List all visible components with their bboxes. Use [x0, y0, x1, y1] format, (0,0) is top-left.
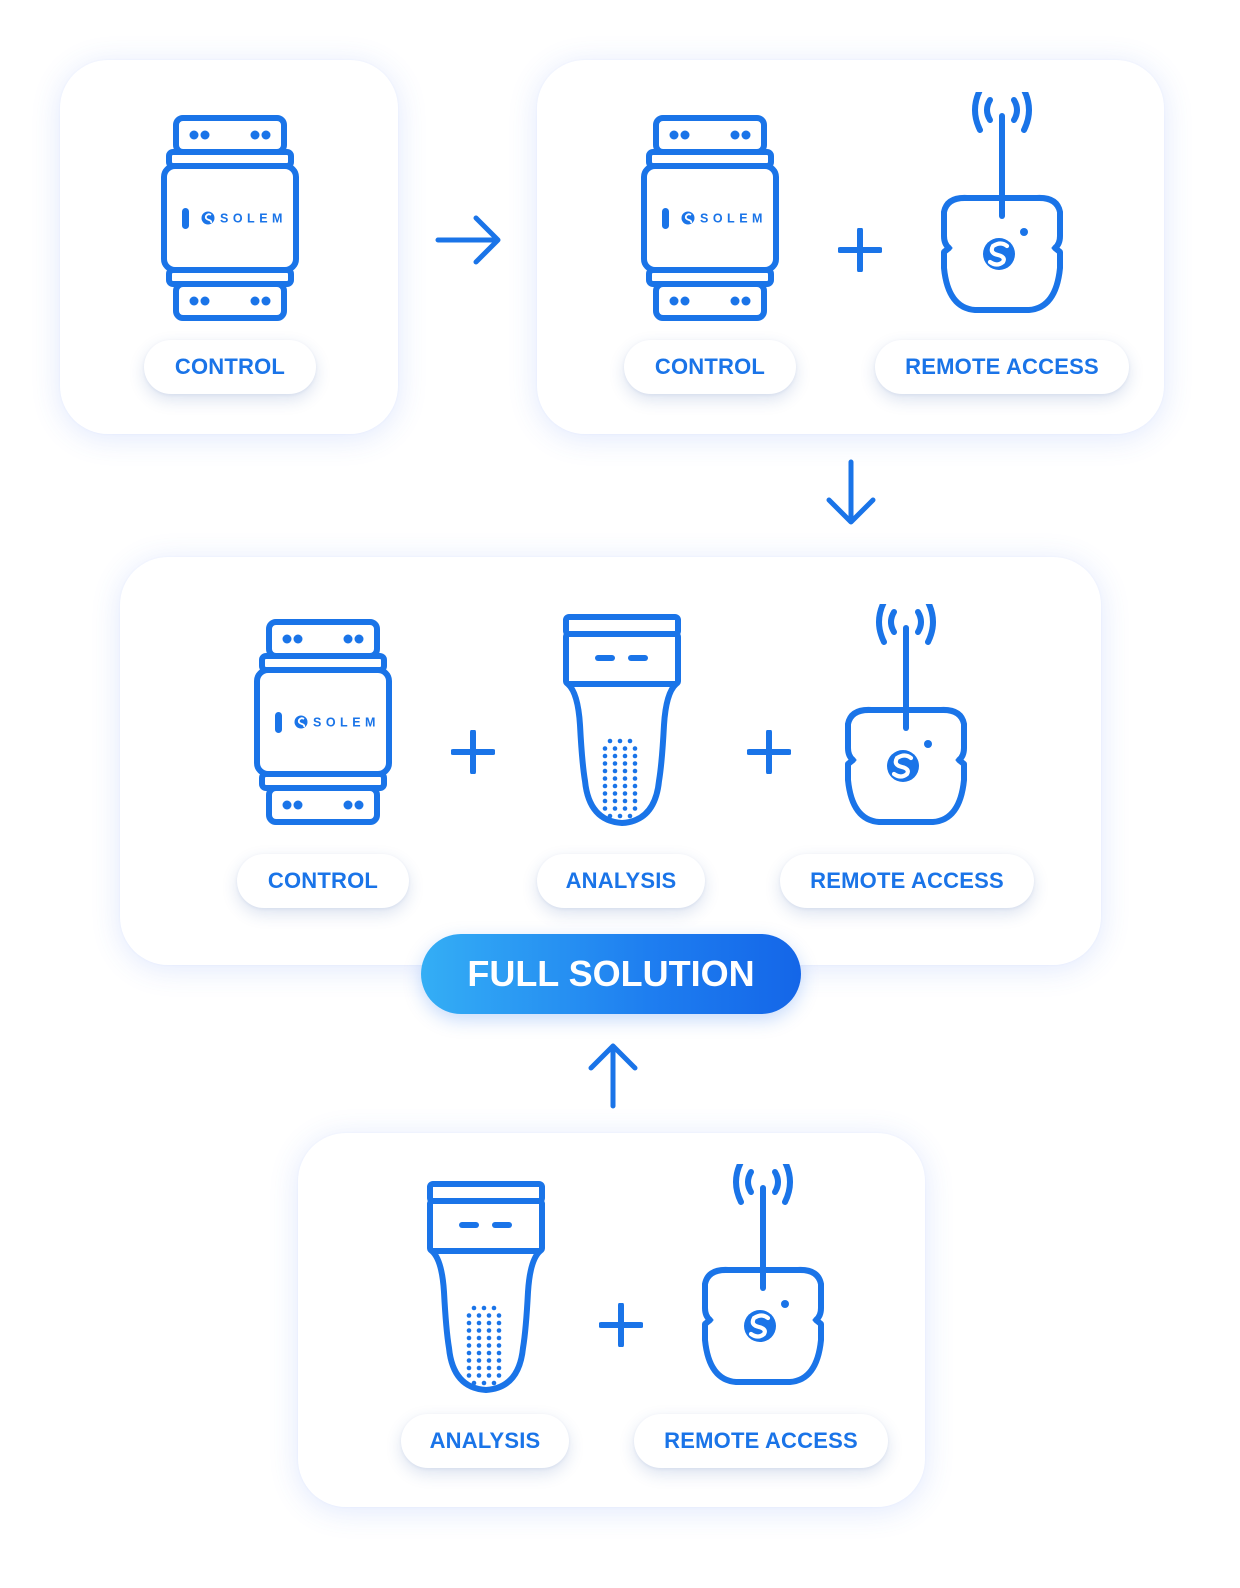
- remote-access-label: REMOTE ACCESS: [780, 854, 1034, 908]
- analysis-sensor-icon: [562, 613, 682, 828]
- arrow-right-icon: [435, 215, 501, 265]
- plus-icon: [451, 730, 495, 774]
- full-solution-badge: FULL SOLUTION: [421, 934, 801, 1014]
- controller-icon: [161, 115, 301, 325]
- remote-access-icon: [841, 604, 971, 829]
- remote-access-icon: [698, 1164, 828, 1389]
- remote-access-icon: [937, 92, 1067, 317]
- analysis-sensor-icon: [426, 1180, 546, 1395]
- arrow-down-icon: [826, 459, 876, 525]
- arrow-up-icon: [588, 1043, 638, 1109]
- analysis-label: ANALYSIS: [401, 1414, 569, 1468]
- controller-icon: [254, 619, 394, 829]
- plus-icon: [747, 730, 791, 774]
- remote-access-label: REMOTE ACCESS: [875, 340, 1129, 394]
- plus-icon: [599, 1303, 643, 1347]
- remote-access-label: REMOTE ACCESS: [634, 1414, 888, 1468]
- analysis-label: ANALYSIS: [537, 854, 705, 908]
- control-label: CONTROL: [624, 340, 796, 394]
- controller-icon: [641, 115, 781, 325]
- control-label: CONTROL: [237, 854, 409, 908]
- control-label: CONTROL: [144, 340, 316, 394]
- plus-icon: [838, 228, 882, 272]
